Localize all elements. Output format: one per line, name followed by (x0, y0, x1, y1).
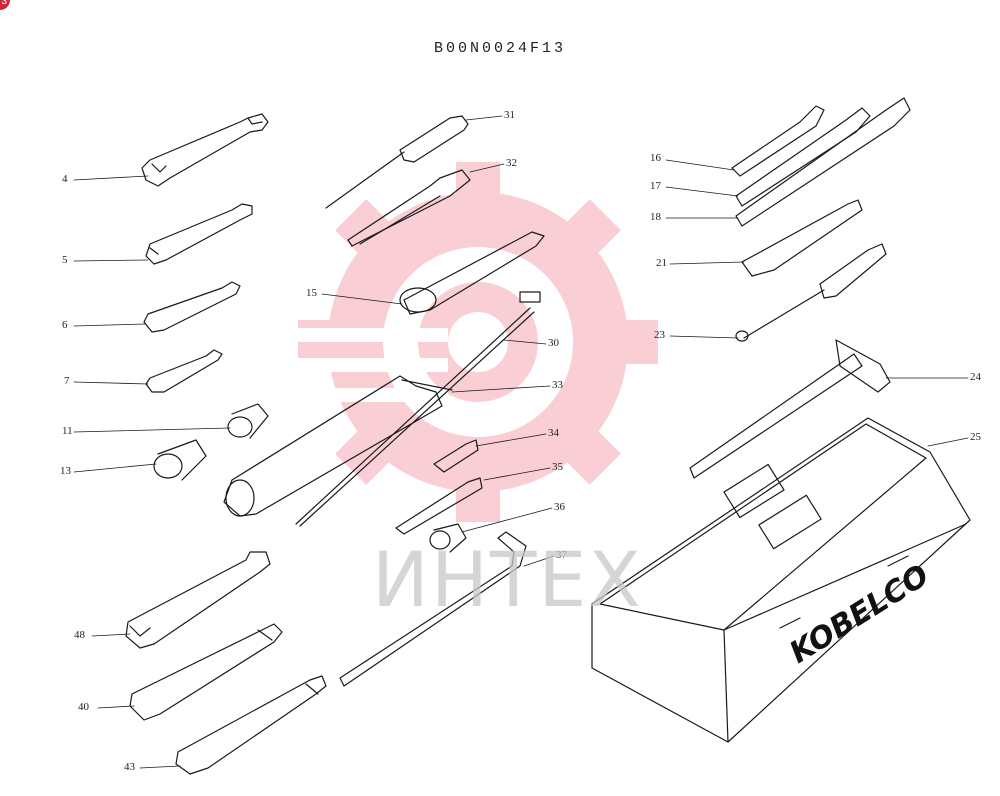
callout-43: 43 (124, 761, 135, 773)
callout-17: 17 (650, 180, 661, 192)
t-wrench-24 (689, 339, 891, 479)
small-wrench-35 (395, 477, 483, 535)
watermark-text: ИНТЕХ (372, 535, 643, 624)
callout-37: 37 (556, 549, 567, 561)
callout-35: 35 (552, 461, 563, 473)
socket-11 (227, 403, 269, 439)
hex-key-37 (339, 531, 527, 687)
callout-6: 6 (62, 319, 68, 331)
leader-lines (73, 115, 969, 769)
double-open-wrench-48 (125, 551, 271, 649)
open-end-wrench-5 (145, 203, 253, 265)
callout-30: 30 (548, 337, 559, 349)
socket-13 (153, 439, 207, 481)
callout-34: 34 (548, 427, 559, 439)
open-end-wrench-6 (143, 281, 241, 333)
callout-5: 5 (62, 254, 68, 266)
callout-48: 48 (74, 629, 85, 641)
hex-key-17 (735, 107, 871, 207)
grease-gun-33 (223, 375, 453, 517)
callout-18: 18 (650, 211, 661, 223)
callout-33: 33 (552, 379, 563, 391)
callout-25: 25 (970, 431, 981, 443)
hex-key-16 (731, 105, 825, 177)
pliers-32 (347, 169, 471, 247)
socket-36 (429, 523, 467, 553)
corner-badge-label: 3 (1, 0, 7, 7)
double-open-wrench-40 (129, 623, 283, 721)
adjustable-wrench-21 (741, 199, 863, 277)
callout-24: 24 (970, 371, 981, 383)
double-open-wrench-43 (175, 675, 327, 775)
small-wrench-34 (433, 439, 479, 473)
callout-36: 36 (554, 501, 565, 513)
hex-key-18 (735, 97, 911, 227)
open-end-wrench-7 (145, 349, 223, 393)
drawing-number: B00N0024F13 (433, 40, 567, 57)
callout-21: 21 (656, 257, 667, 269)
screwdriver-31 (325, 115, 469, 209)
callout-4: 4 (62, 173, 68, 185)
callout-15: 15 (306, 287, 317, 299)
callout-32: 32 (506, 157, 517, 169)
box-screwdriver-23 (735, 243, 887, 342)
callout-16: 16 (650, 152, 661, 164)
open-end-wrench-4 (141, 113, 269, 187)
extension-bar-30 (295, 291, 541, 527)
watermark-gear-icon (298, 162, 658, 522)
callout-13: 13 (60, 465, 71, 477)
callout-40: 40 (78, 701, 89, 713)
kobelco-logo: KOBELCO (784, 558, 936, 671)
callout-23: 23 (654, 329, 665, 341)
callout-11: 11 (62, 425, 73, 437)
ratchet-handle-15 (399, 231, 545, 315)
corner-badge: 3 (0, 0, 10, 10)
tool-box-25 (591, 417, 971, 743)
callout-7: 7 (64, 375, 70, 387)
callout-31: 31 (504, 109, 515, 121)
